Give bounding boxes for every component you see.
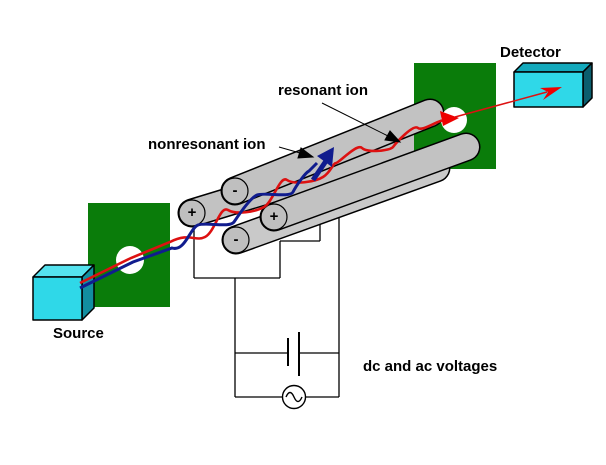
nonresonant-pointer-arrowhead — [297, 147, 315, 159]
rod-cap-right — [260, 203, 288, 231]
resonant-arrowhead-aperture — [440, 111, 459, 126]
ac-source-icon — [281, 384, 307, 410]
polarity-top-minus: - — [232, 182, 238, 200]
nonresonant-ion-path — [79, 161, 319, 290]
polarity-left-plus: + — [187, 204, 197, 222]
detector-box — [513, 62, 593, 108]
detector-label: Detector — [500, 44, 561, 61]
source-label: Source — [53, 325, 104, 342]
nonresonant-pointer-line — [278, 146, 301, 154]
polarity-right-plus: + — [269, 208, 279, 226]
resonant-pointer-line — [321, 102, 393, 139]
rod-cap-bottom — [222, 226, 250, 254]
battery-icon — [287, 332, 300, 376]
source-box — [32, 264, 95, 321]
resonant-arrowhead-detector — [540, 87, 562, 100]
polarity-bottom-minus: - — [233, 231, 239, 249]
nonresonant-arrow-icon — [310, 147, 334, 182]
rod-right-plus — [259, 132, 481, 232]
label-pointers — [278, 102, 402, 159]
resonant-pointer-arrowhead — [384, 130, 402, 143]
voltage-circuit — [193, 190, 340, 410]
rod-end-caps — [178, 177, 288, 254]
nonresonant-ion-label: nonresonant ion — [148, 136, 266, 153]
dc-ac-voltages-label: dc and ac voltages — [363, 358, 498, 375]
resonant-ion-label: resonant ion — [278, 82, 369, 99]
entrance-plate — [88, 203, 170, 307]
detector-beam — [454, 87, 562, 118]
rod-cap-left — [178, 199, 206, 227]
rod-cap-top — [221, 177, 249, 205]
